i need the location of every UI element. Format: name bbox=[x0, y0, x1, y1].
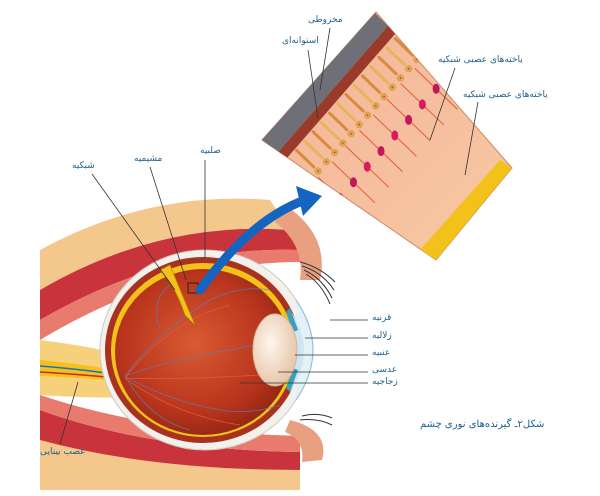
rod-cell bbox=[369, 65, 390, 85]
retina-neuron bbox=[377, 146, 385, 157]
receptor-nucleus bbox=[396, 74, 405, 82]
receptor-nucleus bbox=[388, 83, 396, 91]
label-cornea: قرنیه bbox=[372, 313, 392, 323]
receptor-nucleus bbox=[405, 64, 413, 73]
cone-cell bbox=[295, 148, 316, 169]
retina-neuron bbox=[363, 161, 371, 172]
label-retina-neurons-1: یاخته‌های عصبی شبکیه bbox=[438, 55, 523, 65]
retina-neuron bbox=[336, 192, 344, 203]
label-retina: شبکیه bbox=[72, 161, 95, 171]
cone-cell bbox=[393, 37, 415, 57]
retina-neuron bbox=[432, 83, 440, 94]
rod-cell bbox=[303, 139, 324, 160]
leader-lines bbox=[59, 27, 479, 445]
cone-cell bbox=[344, 92, 365, 113]
receptor-nucleus bbox=[380, 92, 388, 101]
retina-cross-section bbox=[261, 11, 513, 261]
figure-caption: شکل۲ـ گیرنده‌های نوری چشم bbox=[420, 419, 545, 430]
receptor-nucleus bbox=[306, 176, 314, 185]
label-aqueous: زلالیه bbox=[372, 331, 392, 341]
label-choroid: مشیمیه bbox=[134, 154, 163, 164]
rod-cell bbox=[336, 102, 357, 122]
label-lens: عدسی bbox=[372, 365, 398, 375]
label-sclera: صلبیه bbox=[200, 146, 221, 156]
label-optic-nerve: عصب بینایی bbox=[40, 447, 86, 457]
receptor-nucleus bbox=[322, 158, 331, 166]
receptor-nucleus bbox=[372, 102, 380, 110]
receptor-nucleus bbox=[413, 55, 421, 64]
zoom-arrow bbox=[195, 186, 322, 295]
retina-neuron bbox=[391, 130, 399, 141]
rod-cell bbox=[352, 83, 373, 104]
label-retina-neurons-2: یاخته‌های عصبی شبکیه bbox=[463, 90, 548, 100]
cone-cell bbox=[360, 74, 382, 94]
retina-neuron bbox=[349, 177, 357, 188]
rod-cell bbox=[385, 46, 406, 67]
receptor-nucleus bbox=[355, 120, 364, 129]
label-cone: مخروطی bbox=[308, 15, 343, 25]
receptor-nucleus bbox=[339, 139, 347, 147]
receptor-nucleus bbox=[347, 130, 355, 138]
receptor-nucleus bbox=[330, 148, 339, 157]
cone-cell bbox=[377, 55, 398, 76]
label-iris: عنبیه bbox=[372, 348, 391, 358]
cone-cell bbox=[327, 111, 349, 132]
label-rod: استوانه‌ای bbox=[282, 36, 319, 46]
receptor-nucleus bbox=[363, 111, 372, 119]
rod-cell bbox=[319, 120, 341, 141]
retina-neuron bbox=[405, 114, 413, 125]
retina-neuron bbox=[418, 99, 426, 110]
receptor-nucleus bbox=[314, 167, 322, 175]
cone-cell bbox=[311, 130, 332, 150]
eyelashes bbox=[299, 261, 336, 426]
label-vitreous: زجاجیه bbox=[372, 377, 398, 387]
eyeball bbox=[99, 249, 314, 451]
